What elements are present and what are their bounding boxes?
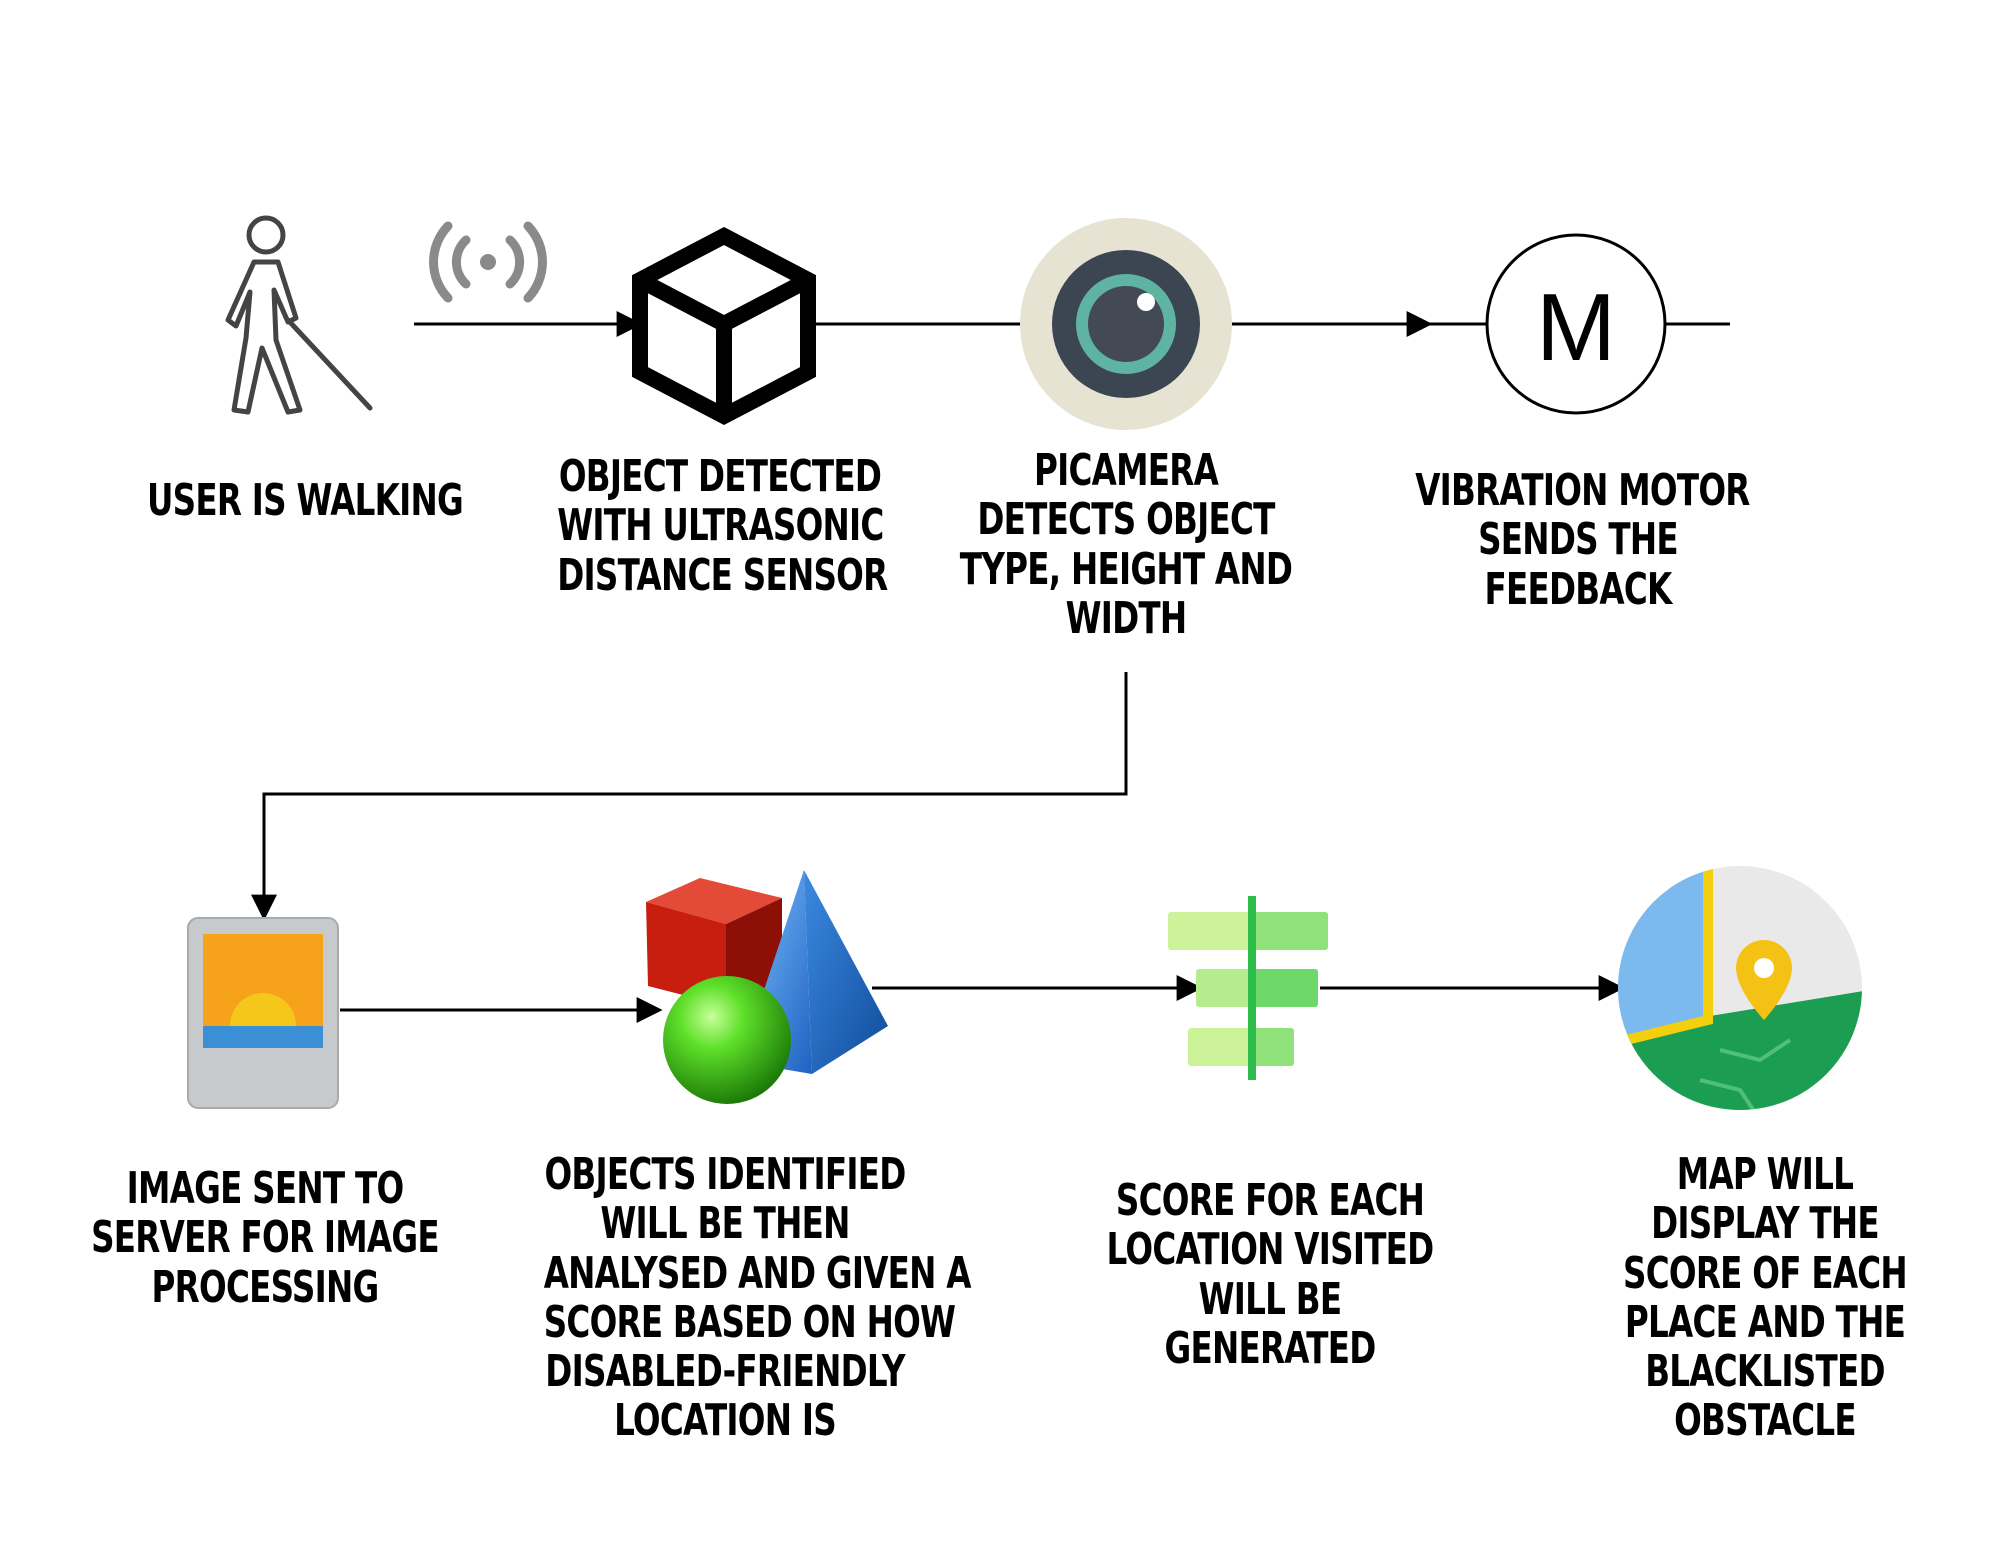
green-sphere <box>663 976 791 1104</box>
image-file-icon <box>187 917 339 1109</box>
cube-icon <box>632 226 816 426</box>
label-user-walking: USER IS WALKING <box>146 475 464 526</box>
label-object-detected: OBJECT DETECTED WITH ULTRASONIC DISTANCE… <box>557 451 888 601</box>
camera-lens-icon <box>1020 218 1232 430</box>
3d-shapes-icon <box>646 870 888 1104</box>
blind-person-walking-icon <box>225 215 373 415</box>
arrow-camera-to-image <box>251 672 1128 921</box>
label-map-display: MAP WILL DISPLAY THE SCORE OF EACH PLACE… <box>1623 1149 1908 1447</box>
score-bars-icon <box>1168 896 1328 1080</box>
connectors <box>251 311 1730 1023</box>
motor-symbol-icon: M <box>1485 233 1667 415</box>
label-vibration-motor: VIBRATION MOTOR SENDS THE FEEDBACK <box>1415 465 1750 615</box>
red-cube <box>646 878 782 1006</box>
map-pin-icon <box>1618 866 1862 1110</box>
label-picamera: PICAMERA DETECTS OBJECT TYPE, HEIGHT AND… <box>959 445 1293 644</box>
motor-letter: M <box>1536 274 1616 381</box>
label-objects-identified: OBJECTS IDENTIFIED WILL BE THEN ANALYSED… <box>543 1149 972 1447</box>
wireless-signal-icon <box>429 221 547 303</box>
label-score-generated: SCORE FOR EACH LOCATION VISITED WILL BE … <box>1106 1175 1435 1374</box>
label-image-sent: IMAGE SENT TO SERVER FOR IMAGE PROCESSIN… <box>91 1163 440 1313</box>
